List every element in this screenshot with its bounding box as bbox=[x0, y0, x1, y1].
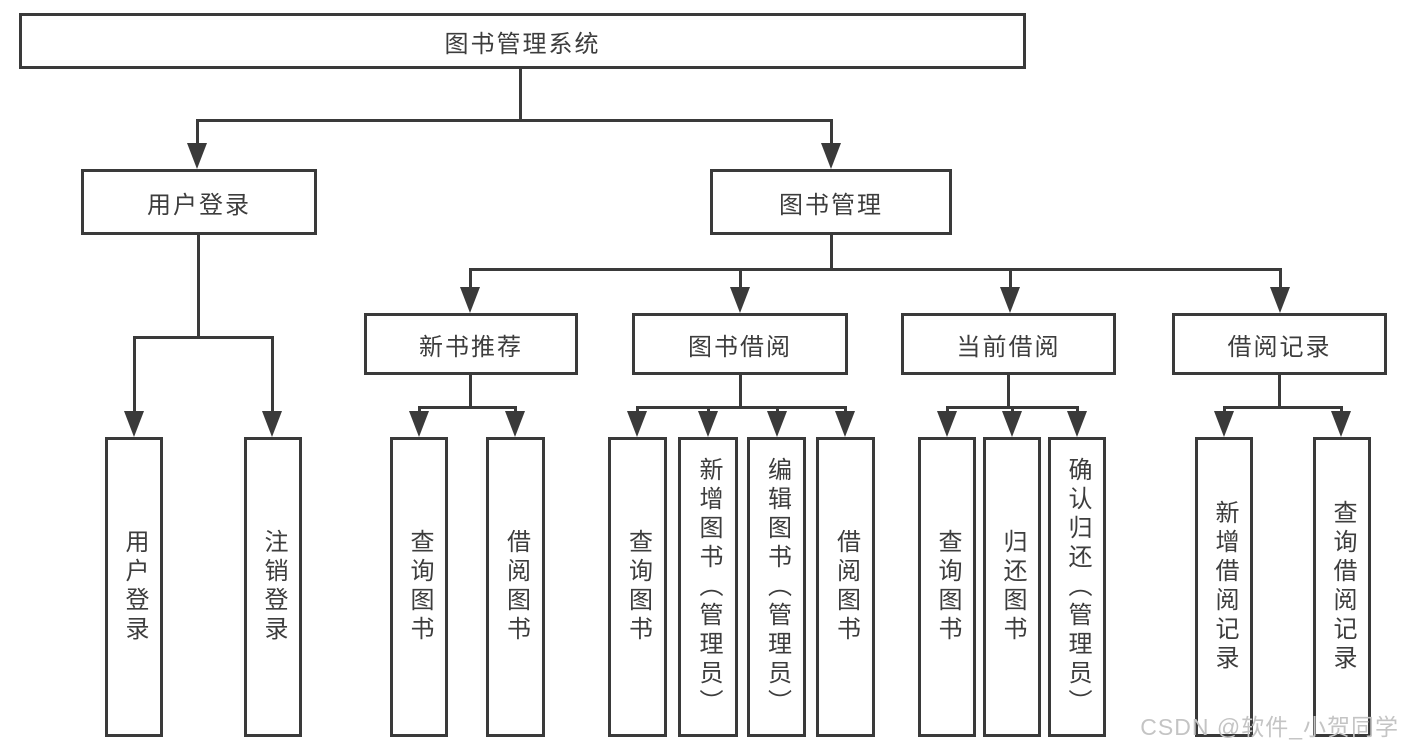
node-label: 查询借阅记录 bbox=[1329, 500, 1356, 674]
leaf-add-books-admin: 新增图书（管理员） bbox=[678, 437, 738, 737]
leaf-return-books: 归还图书 bbox=[983, 437, 1041, 737]
line bbox=[1223, 406, 1342, 409]
line bbox=[844, 406, 847, 411]
line bbox=[519, 69, 522, 119]
arrowhead bbox=[767, 411, 787, 437]
node-label: 新书推荐 bbox=[419, 333, 523, 361]
arrowhead bbox=[937, 411, 957, 437]
line bbox=[197, 235, 200, 336]
node-label: 查询图书 bbox=[934, 529, 961, 645]
arrowhead bbox=[698, 411, 718, 437]
node-label: 编辑图书（管理员） bbox=[763, 456, 791, 718]
line bbox=[776, 406, 779, 411]
arrowhead bbox=[409, 411, 429, 437]
node-new-book-recommendation: 新书推荐 bbox=[364, 313, 578, 375]
leaf-query-books-current: 查询图书 bbox=[918, 437, 976, 737]
line bbox=[1279, 268, 1282, 287]
node-user-login: 用户登录 bbox=[81, 169, 317, 235]
arrowhead bbox=[835, 411, 855, 437]
arrowhead bbox=[1214, 411, 1234, 437]
line bbox=[1009, 268, 1012, 287]
arrowhead bbox=[124, 411, 144, 437]
node-label: 借阅记录 bbox=[1227, 333, 1332, 361]
line bbox=[1076, 406, 1079, 411]
line bbox=[739, 268, 742, 287]
arrowhead bbox=[505, 411, 525, 437]
node-label: 新增图书（管理员） bbox=[695, 456, 722, 718]
node-borrowing-records: 借阅记录 bbox=[1172, 313, 1387, 375]
line bbox=[514, 406, 517, 411]
leaf-user-login: 用户登录 bbox=[105, 437, 163, 737]
leaf-borrow-books-recommend: 借阅图书 bbox=[486, 437, 545, 737]
line bbox=[469, 375, 472, 406]
leaf-query-borrow-record: 查询借阅记录 bbox=[1313, 437, 1371, 737]
line bbox=[418, 406, 517, 409]
node-label: 当前借阅 bbox=[956, 333, 1061, 361]
node-label: 注销登录 bbox=[260, 529, 287, 645]
node-label: 确认归还（管理员） bbox=[1064, 456, 1091, 718]
leaf-query-books-borrowing: 查询图书 bbox=[608, 437, 667, 737]
line bbox=[707, 406, 710, 411]
line bbox=[1007, 375, 1010, 406]
arrowhead bbox=[730, 287, 750, 313]
line bbox=[196, 119, 199, 143]
csdn-watermark: CSDN @软件_小贺同学 bbox=[1140, 714, 1399, 740]
node-label: 归还图书 bbox=[999, 529, 1026, 645]
arrowhead bbox=[262, 411, 282, 437]
line bbox=[830, 235, 833, 268]
leaf-confirm-return-admin: 确认归还（管理员） bbox=[1048, 437, 1106, 737]
node-label: 新增借阅记录 bbox=[1211, 500, 1238, 674]
leaf-add-borrow-record: 新增借阅记录 bbox=[1195, 437, 1253, 737]
line bbox=[636, 406, 639, 411]
line bbox=[271, 336, 274, 411]
arrowhead bbox=[1067, 411, 1087, 437]
line bbox=[1340, 406, 1343, 411]
line bbox=[1223, 406, 1226, 411]
line bbox=[739, 375, 742, 406]
node-label: 查询图书 bbox=[624, 529, 652, 645]
node-label: 图书管理 bbox=[779, 191, 883, 219]
line bbox=[133, 336, 136, 411]
node-library-management-system: 图书管理系统 bbox=[19, 13, 1026, 69]
line bbox=[196, 119, 832, 122]
line bbox=[636, 406, 847, 409]
leaf-borrow-books: 借阅图书 bbox=[816, 437, 875, 737]
node-label: 用户登录 bbox=[147, 191, 251, 219]
arrowhead bbox=[1000, 287, 1020, 313]
node-book-borrowing: 图书借阅 bbox=[632, 313, 848, 375]
node-label: 用户登录 bbox=[121, 529, 148, 645]
line bbox=[946, 406, 949, 411]
node-label: 借阅图书 bbox=[502, 529, 530, 645]
line bbox=[418, 406, 421, 411]
leaf-edit-books-admin: 编辑图书（管理员） bbox=[747, 437, 806, 737]
node-label: 查询图书 bbox=[406, 529, 433, 645]
line bbox=[1011, 406, 1014, 411]
line bbox=[830, 119, 833, 143]
leaf-query-books-recommend: 查询图书 bbox=[390, 437, 448, 737]
node-current-borrowing: 当前借阅 bbox=[901, 313, 1116, 375]
line bbox=[469, 268, 472, 287]
node-label: 图书借阅 bbox=[688, 333, 792, 361]
node-label: 图书管理系统 bbox=[444, 30, 601, 58]
arrowhead bbox=[1331, 411, 1351, 437]
arrowhead bbox=[821, 143, 841, 169]
node-label: 借阅图书 bbox=[832, 529, 860, 645]
arrowhead bbox=[460, 287, 480, 313]
leaf-logout: 注销登录 bbox=[244, 437, 302, 737]
line bbox=[469, 268, 1282, 271]
line bbox=[1278, 375, 1281, 406]
arrowhead bbox=[187, 143, 207, 169]
node-book-management: 图书管理 bbox=[710, 169, 952, 235]
arrowhead bbox=[1002, 411, 1022, 437]
line bbox=[133, 336, 274, 339]
arrowhead bbox=[1270, 287, 1290, 313]
arrowhead bbox=[627, 411, 647, 437]
